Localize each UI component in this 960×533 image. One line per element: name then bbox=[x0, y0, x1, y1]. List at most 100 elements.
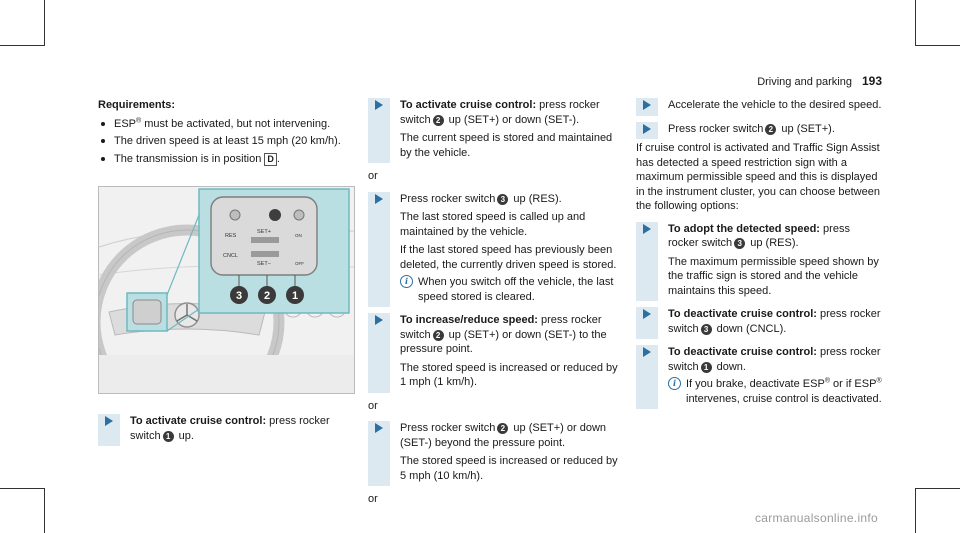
callout-badge: 3 bbox=[497, 193, 509, 205]
text: press rocker switch bbox=[400, 314, 602, 341]
step-title: To adopt the detected speed: bbox=[668, 222, 820, 235]
callout-badge: 2 bbox=[765, 123, 777, 135]
requirements-list: ESP® must be activated, but not interven… bbox=[98, 117, 353, 167]
column-middle: To activate cruise control: press rocker… bbox=[368, 98, 621, 515]
step-result: The stored speed is increased or reduced… bbox=[400, 361, 618, 389]
instruction-step: To adopt the detected speed: press rocke… bbox=[636, 221, 882, 302]
column-right: Accelerate the vehicle to the desired sp… bbox=[636, 98, 882, 415]
step-text: Accelerate the vehicle to the desired sp… bbox=[668, 99, 882, 111]
text: intervenes, cruise control is deactivate… bbox=[686, 392, 882, 405]
step-title: To deactivate cruise control: bbox=[668, 308, 817, 321]
section-title: Driving and parking bbox=[757, 76, 852, 88]
arrow-right-icon bbox=[375, 100, 383, 110]
instruction-step: To deactivate cruise control: press rock… bbox=[636, 307, 882, 340]
text: up (RES). bbox=[747, 237, 799, 250]
text: press rocker switch bbox=[130, 415, 330, 442]
text: up (SET+) or down (SET-) to the pressure… bbox=[400, 328, 607, 356]
step-result: The last stored speed is called up and m… bbox=[400, 211, 586, 238]
steering-wheel-illustration: RES SET+ CNCL SET− ON OFF 3 2 1 bbox=[99, 187, 354, 394]
column-left: Requirements: ESP® must be activated, bu… bbox=[98, 98, 355, 452]
text: ESP bbox=[114, 117, 137, 130]
callout-1: 1 bbox=[292, 290, 298, 302]
step-result: If the last stored speed has previously … bbox=[400, 244, 617, 271]
text: or if ESP bbox=[829, 378, 877, 391]
on-label: ON bbox=[295, 233, 302, 238]
info-icon: i bbox=[400, 275, 413, 289]
text: Press rocker switch bbox=[400, 192, 496, 205]
step-result: The current speed is stored and maintain… bbox=[400, 132, 613, 159]
callout-badge: 1 bbox=[700, 361, 712, 373]
crop-mark bbox=[44, 0, 45, 46]
off-label: OFF bbox=[295, 261, 304, 266]
registered-mark: ® bbox=[876, 377, 882, 385]
crop-mark bbox=[44, 488, 45, 533]
step-text: To deactivate cruise control: press rock… bbox=[668, 307, 882, 336]
callout-badge: 2 bbox=[432, 114, 444, 126]
callout-badge: 2 bbox=[497, 423, 509, 435]
instruction-step: To deactivate cruise control: press rock… bbox=[636, 345, 882, 410]
instruction-step: To activate cruise control: press rocker… bbox=[368, 98, 621, 164]
step-title: To deactivate cruise control: bbox=[668, 346, 817, 359]
info-note: i When you switch off the vehicle, the l… bbox=[400, 275, 621, 304]
step-title: To activate cruise control: bbox=[130, 415, 267, 428]
watermark[interactable]: carmanualsonline.info bbox=[754, 511, 878, 526]
step-text: To activate cruise control: press rocker… bbox=[130, 414, 353, 443]
arrow-right-icon bbox=[643, 223, 651, 234]
info-note: i If you brake, deactivate ESP® or if ES… bbox=[668, 377, 882, 406]
text: up (SET+). bbox=[778, 122, 835, 135]
note-text: When you switch off the vehicle, the las… bbox=[418, 276, 614, 303]
text: up (SET+) or down (SET-). bbox=[445, 113, 580, 126]
registered-mark: ® bbox=[824, 377, 830, 385]
callout-badge: 3 bbox=[734, 238, 746, 250]
text: The transmission is in position bbox=[114, 152, 262, 165]
set-minus-label: SET− bbox=[257, 261, 271, 267]
info-icon: i bbox=[668, 377, 681, 391]
callout-badge: 3 bbox=[700, 323, 712, 335]
text: must be activated, but not intervening. bbox=[141, 117, 331, 130]
list-item: The driven speed is at least 15 mph (20 … bbox=[98, 134, 353, 149]
arrow-right-icon bbox=[375, 315, 383, 326]
text: press rocker switch bbox=[668, 346, 881, 373]
crop-mark bbox=[915, 488, 916, 533]
crop-mark bbox=[0, 45, 45, 46]
text: If you brake, deactivate ESP bbox=[686, 378, 825, 391]
text: up (RES). bbox=[510, 192, 562, 205]
instruction-step: To increase/reduce speed: press rocker s… bbox=[368, 313, 621, 393]
or-text: or bbox=[368, 493, 378, 506]
step-text: To increase/reduce speed: press rocker s… bbox=[400, 313, 621, 357]
requirements-title: Requirements: bbox=[98, 99, 176, 111]
body-paragraph: If cruise control is activated and Traff… bbox=[636, 142, 880, 213]
note-text: If you brake, deactivate ESP® or if ESP®… bbox=[686, 377, 882, 406]
text: . bbox=[276, 152, 280, 165]
registered-mark: ® bbox=[136, 116, 142, 124]
or-text: or bbox=[368, 399, 378, 412]
arrow-right-icon bbox=[375, 193, 383, 204]
instruction-step: To activate cruise control: press rocker… bbox=[98, 414, 353, 447]
callout-badge: 1 bbox=[162, 430, 174, 442]
arrow-right-icon bbox=[643, 123, 651, 134]
text: Press rocker switch bbox=[668, 122, 764, 135]
step-text: To deactivate cruise control: press rock… bbox=[668, 345, 882, 374]
crop-mark bbox=[915, 0, 916, 46]
crop-mark bbox=[915, 488, 960, 489]
crop-mark bbox=[0, 488, 45, 489]
text: press rocker switch bbox=[668, 308, 881, 335]
res-label: RES bbox=[225, 233, 237, 239]
arrow-right-icon bbox=[375, 423, 383, 434]
text: press rocker switch bbox=[668, 222, 850, 250]
text: up (SET+) or down (SET-) beyond the pres… bbox=[400, 422, 607, 449]
step-title: To increase/reduce speed: bbox=[400, 314, 538, 327]
text: up. bbox=[175, 429, 194, 442]
arrow-right-icon bbox=[643, 100, 651, 110]
arrow-right-icon bbox=[643, 347, 651, 358]
list-item: ESP® must be activated, but not interven… bbox=[98, 117, 353, 132]
callout-badge: 2 bbox=[432, 329, 444, 341]
or-text: or bbox=[368, 170, 378, 183]
page-number: 193 bbox=[861, 74, 882, 88]
